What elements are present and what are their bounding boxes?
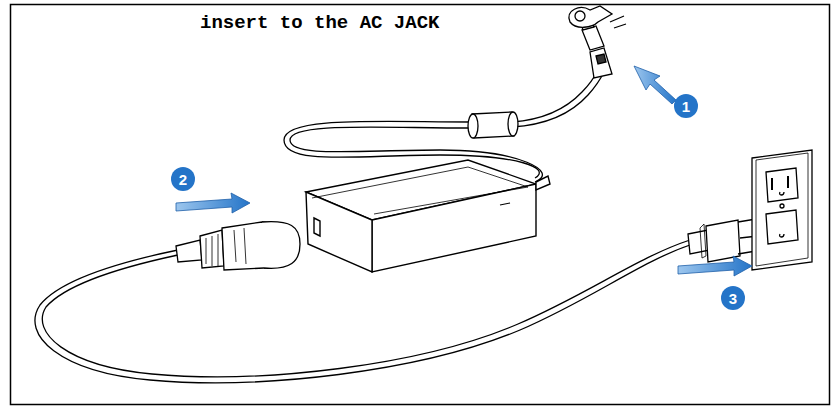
ferrite-core bbox=[468, 112, 518, 138]
frame bbox=[11, 5, 830, 405]
ac-connector bbox=[176, 222, 300, 270]
wall-plug bbox=[688, 218, 762, 262]
power-brick bbox=[306, 160, 550, 272]
dc-plug bbox=[569, 6, 626, 78]
callout-number: 3 bbox=[729, 291, 737, 306]
callout-number: 2 bbox=[179, 172, 187, 187]
callout-number: 1 bbox=[682, 99, 690, 114]
callout-discs bbox=[171, 94, 745, 310]
direction-arrows bbox=[176, 66, 752, 276]
instruction-note: insert to the AC JACK bbox=[200, 14, 439, 33]
wall-outlet bbox=[752, 150, 812, 270]
